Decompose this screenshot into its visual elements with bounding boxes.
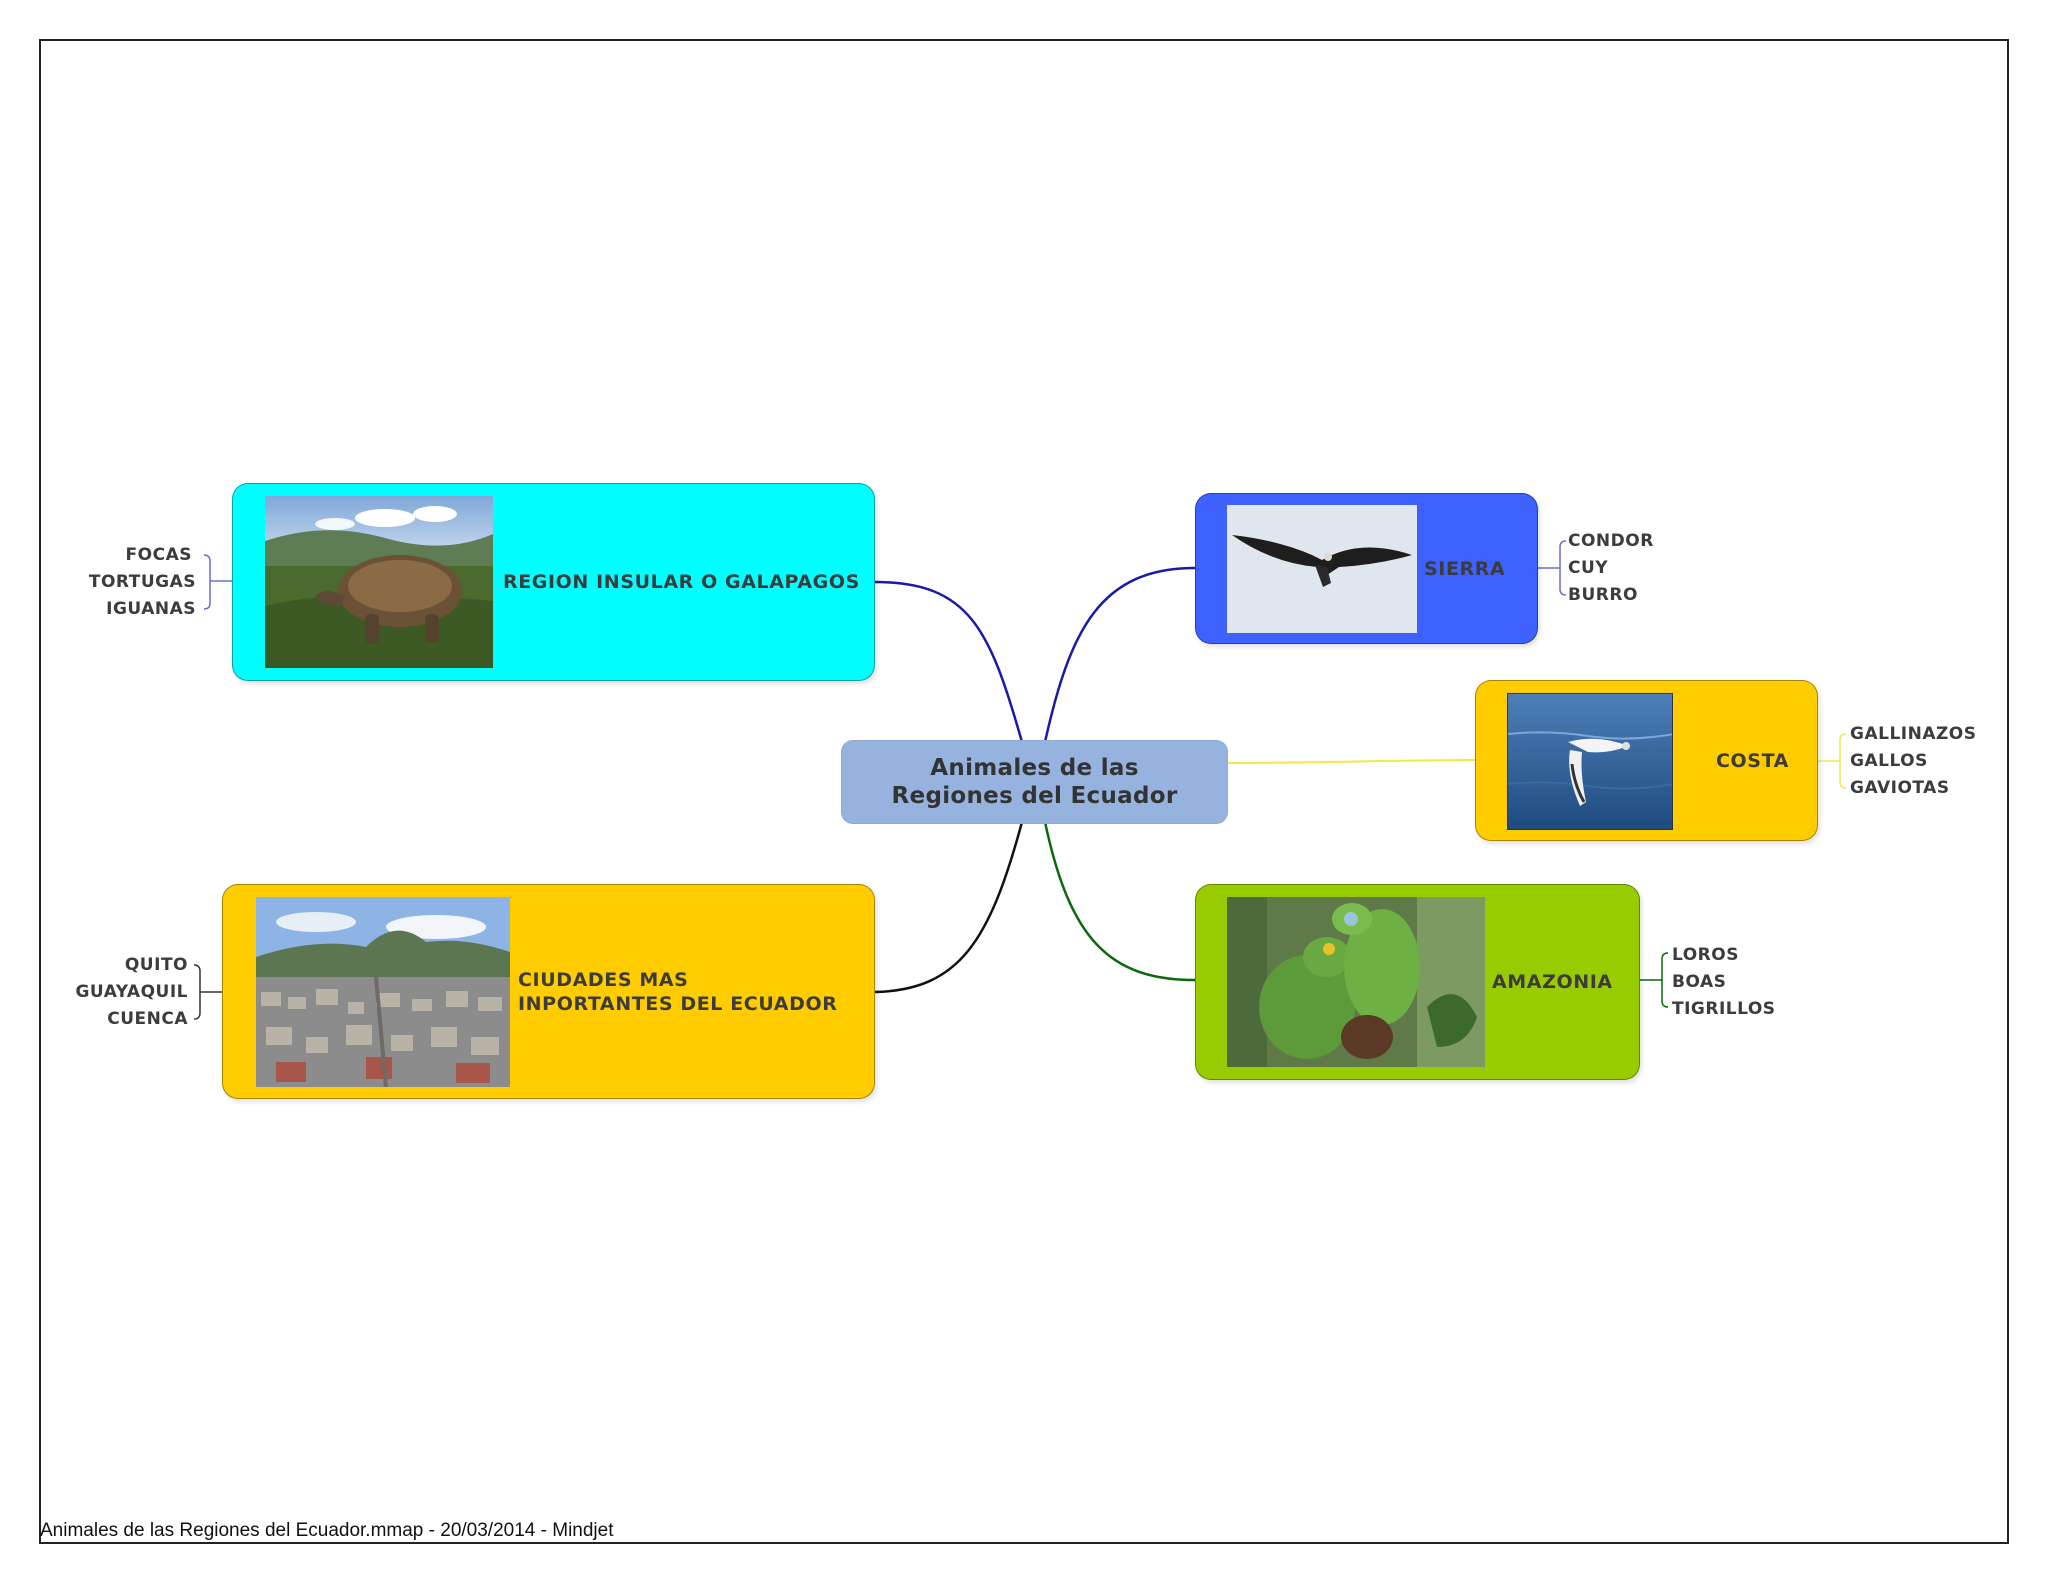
ciudades-child-cuenca[interactable]: CUENCA [107, 1009, 188, 1029]
amazonia-child-boas[interactable]: BOAS [1672, 972, 1727, 992]
bracket-costa [1818, 733, 1847, 789]
galapagos-child-iguanas[interactable]: IGUANAS [106, 599, 196, 619]
bracket-sierra [1538, 540, 1567, 596]
amazonia-child-loros[interactable]: LOROS [1672, 945, 1739, 965]
topic-costa[interactable]: COSTA [1475, 680, 1818, 841]
sierra-child-burro[interactable]: BURRO [1568, 585, 1638, 605]
topic-galapagos-label: REGION INSULAR O GALAPAGOS [503, 571, 860, 593]
connector-amazonia [1043, 821, 1196, 982]
topic-ciudades-label: CIUDADES MAS INPORTANTES DEL ECUADOR [518, 969, 838, 1015]
city-photo [256, 897, 510, 1087]
connector-ciudades [874, 821, 1024, 994]
topic-amazonia[interactable]: AMAZONIA [1195, 884, 1640, 1080]
sierra-child-cuy[interactable]: CUY [1568, 558, 1609, 578]
topic-costa-label: COSTA [1716, 750, 1789, 772]
tortoise-photo [265, 496, 493, 668]
topic-amazonia-label: AMAZONIA [1492, 971, 1613, 993]
connector-galapagos [874, 580, 1024, 743]
ciudades-child-guayaquil[interactable]: GUAYAQUIL [75, 982, 188, 1002]
topic-sierra-label: SIERRA [1424, 558, 1506, 580]
central-topic[interactable]: Animales de las Regiones del Ecuador [841, 740, 1228, 824]
costa-child-gallos[interactable]: GALLOS [1850, 751, 1928, 771]
sierra-child-condor[interactable]: CONDOR [1568, 531, 1654, 551]
connector-costa [1227, 759, 1476, 764]
amazonia-child-tigrillos[interactable]: TIGRILLOS [1672, 999, 1776, 1019]
bracket-galapagos [203, 554, 232, 610]
topic-sierra[interactable]: SIERRA [1195, 493, 1538, 644]
footer-caption: Animales de las Regiones del Ecuador.mma… [40, 1520, 614, 1541]
galapagos-child-tortugas[interactable]: TORTUGAS [88, 572, 196, 592]
condor-photo [1227, 505, 1417, 633]
galapagos-child-focas[interactable]: FOCAS [125, 545, 192, 565]
costa-child-gaviotas[interactable]: GAVIOTAS [1850, 778, 1950, 798]
costa-child-gallinazos[interactable]: GALLINAZOS [1850, 724, 1977, 744]
topic-galapagos[interactable]: REGION INSULAR O GALAPAGOS [232, 483, 875, 681]
central-topic-label: Animales de las Regiones del Ecuador [891, 755, 1178, 809]
topic-ciudades[interactable]: CIUDADES MAS INPORTANTES DEL ECUADOR [222, 884, 875, 1099]
seagull-photo [1507, 693, 1673, 830]
bracket-ciudades [193, 964, 222, 1020]
ciudades-child-quito[interactable]: QUITO [124, 955, 188, 975]
connector-sierra [1043, 566, 1196, 743]
bracket-amazonia [1640, 952, 1669, 1008]
parrots-photo [1227, 897, 1485, 1067]
